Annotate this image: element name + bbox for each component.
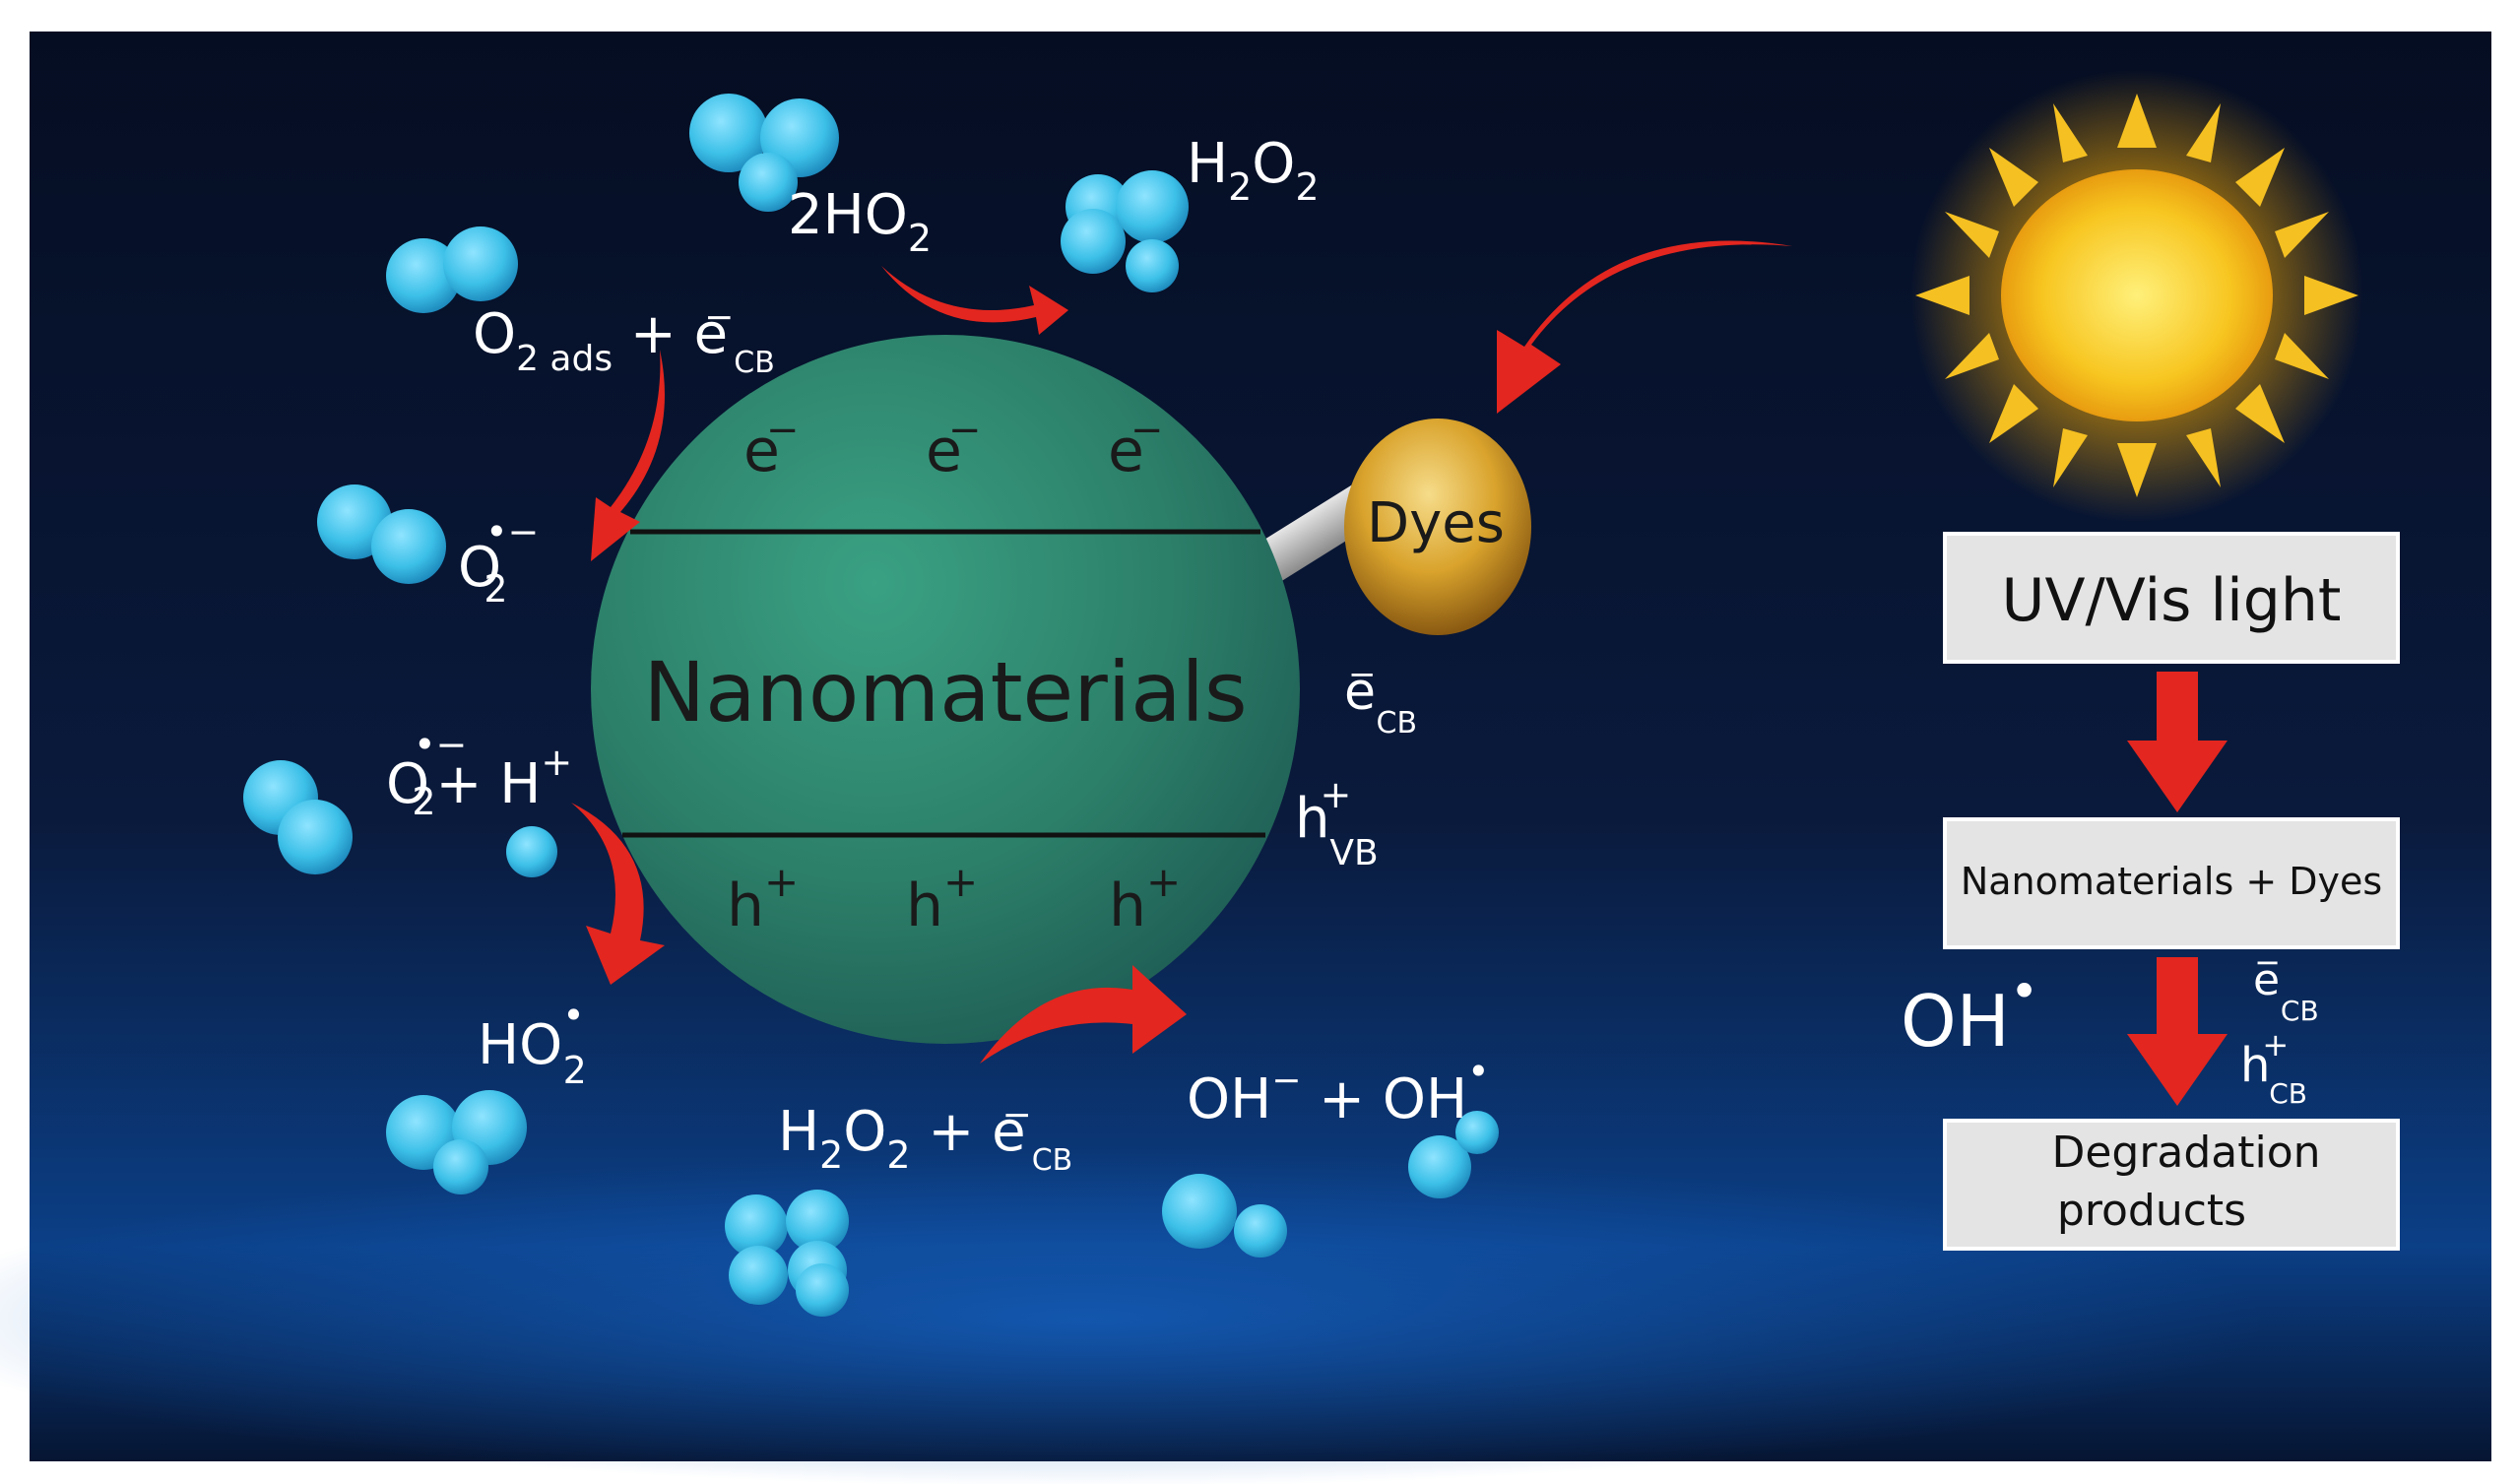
- label-superoxide: O•−2: [458, 510, 539, 611]
- dye-sphere: Dyes: [1344, 419, 1531, 635]
- label-oh-products: OH− + OH•: [1187, 1050, 1490, 1131]
- flow-step-3-line2: products: [2057, 1186, 2246, 1236]
- label-h2o2-ecb: H2O2 + e−CB: [778, 1095, 1072, 1178]
- molecule-cluster-oh: [1162, 1111, 1499, 1258]
- label-two-ho2: 2HO2: [788, 183, 932, 260]
- hole-2: h+: [906, 858, 978, 940]
- arrow-to-oh-products: [980, 965, 1187, 1064]
- arrow-o2-to-superoxide: [591, 350, 665, 561]
- arrow-to-ho2: [571, 803, 665, 985]
- arrow-ho2-to-h2o2: [881, 266, 1068, 335]
- molecule-cluster-o2h: [243, 760, 557, 877]
- sun-icon: [1910, 69, 2363, 522]
- flow-step-1-label: UV/Vis light: [2002, 566, 2342, 635]
- molecule-cluster-h2o2-top: [1061, 170, 1189, 292]
- nanomaterial-sphere: Nanomaterials e− e− e− h+ h+ h+: [591, 335, 1386, 1044]
- electron-2: e−: [926, 408, 981, 485]
- reaction-arrows: [571, 240, 1792, 1064]
- molecule-cluster-superoxide: [317, 484, 446, 584]
- flow-step-1: UV/Vis light: [1943, 532, 2400, 664]
- electron-1: e−: [743, 408, 799, 485]
- molecule-cluster-top: [689, 94, 839, 212]
- flow-step-2-label: Nanomaterials + Dyes: [1961, 860, 2382, 903]
- flow-oh-radical: OH•: [1901, 963, 2038, 1063]
- flow-hcb: h+CB: [2240, 1026, 2307, 1110]
- molecule-cluster-h2o2-bottom: [725, 1190, 849, 1317]
- label-ho2-radical: HO•2: [478, 994, 587, 1092]
- flow-arrow-1: [2127, 672, 2227, 812]
- label-h2o2-top: H2O2: [1187, 132, 1320, 209]
- label-hvb: h+VB: [1295, 773, 1379, 873]
- flow-step-3-line1: Degradation: [2051, 1128, 2320, 1178]
- label-o2ads: O2 ads + e−CB: [473, 297, 775, 380]
- background-glow: [0, 1152, 2265, 1484]
- center-label: Nanomaterials: [643, 644, 1247, 741]
- hole-3: h+: [1109, 858, 1181, 940]
- label-o2-plus-h: O•−2+ H+: [386, 723, 572, 823]
- flow-step-3: Degradation products: [1943, 1119, 2400, 1251]
- flow-step-2: Nanomaterials + Dyes: [1943, 817, 2400, 949]
- molecule-cluster-o2ads: [386, 226, 518, 313]
- molecules: [243, 94, 1499, 1317]
- dye-label: Dyes: [1367, 491, 1505, 555]
- molecule-cluster-ho2: [386, 1090, 527, 1194]
- flow-ecb: e−CB: [2253, 943, 2319, 1027]
- hole-1: h+: [727, 858, 799, 940]
- electron-3: e−: [1108, 408, 1163, 485]
- label-ecb: e−CB: [1344, 655, 1417, 741]
- flow-arrow-2: [2127, 957, 2227, 1106]
